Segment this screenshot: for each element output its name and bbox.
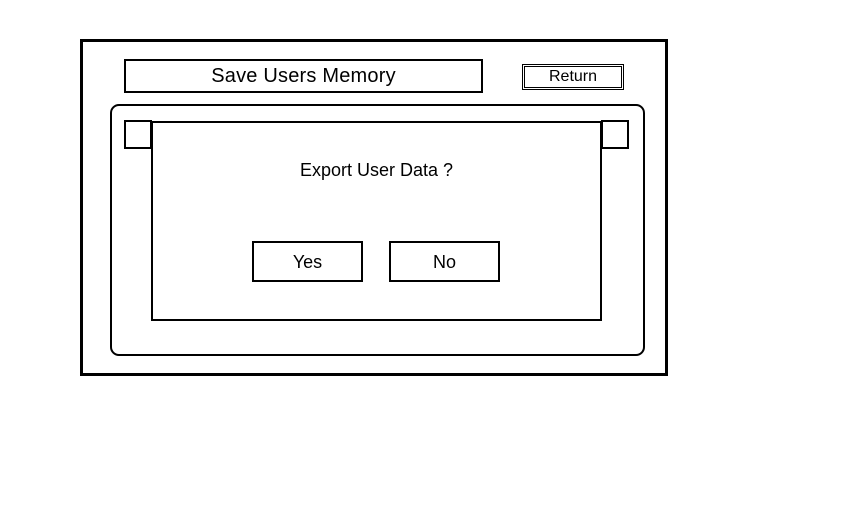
screen-title-bar: Save Users Memory	[124, 59, 483, 93]
confirmation-dialog: Export User Data ? Yes No	[151, 121, 602, 321]
return-button[interactable]: Return	[522, 64, 624, 90]
return-button-label: Return	[548, 68, 598, 85]
page-title: Save Users Memory	[211, 65, 396, 87]
yes-button-label: Yes	[292, 251, 323, 272]
dialog-message: Export User Data ?	[299, 160, 454, 180]
yes-button[interactable]: Yes	[252, 241, 363, 282]
return-button-inner: Return	[524, 66, 622, 88]
dialog-button-row: Yes No	[153, 241, 600, 282]
tab-stub-right[interactable]	[601, 120, 629, 149]
device-outer-frame: Save Users Memory Return Export User Dat…	[80, 39, 668, 376]
no-button-label: No	[432, 251, 456, 272]
tab-stub-left[interactable]	[124, 120, 152, 149]
no-button[interactable]: No	[389, 241, 500, 282]
